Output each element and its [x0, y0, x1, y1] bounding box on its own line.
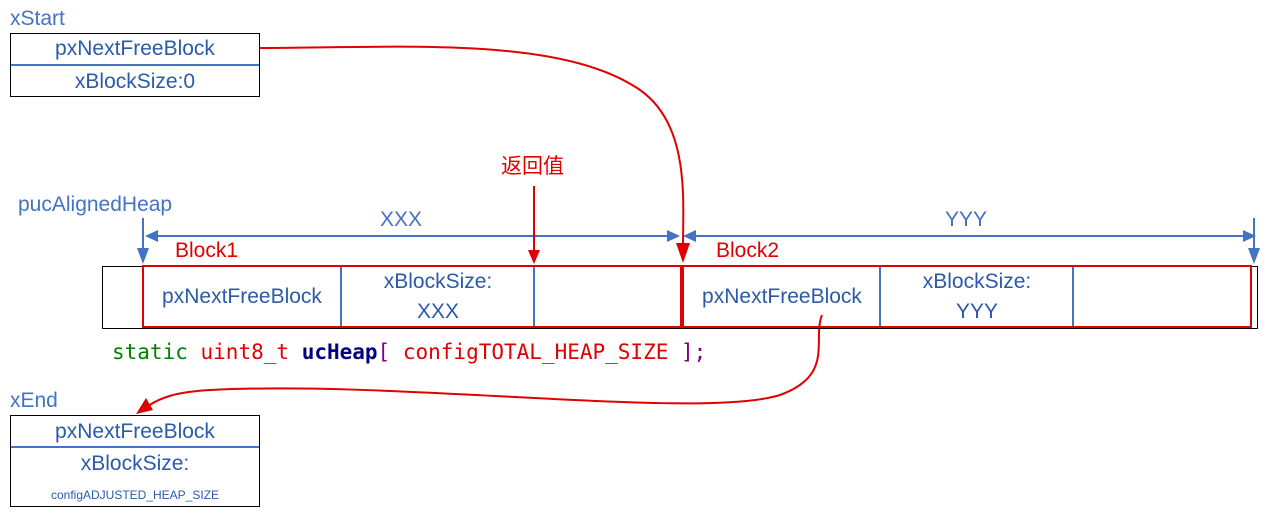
xend-divider — [11, 446, 259, 448]
return-value-label: 返回值 — [501, 155, 564, 178]
block1-box — [142, 265, 682, 328]
block1-size-value: XXX — [416, 300, 460, 323]
block2-next-field: pxNextFreeBlock — [702, 285, 862, 308]
span-yyy-label: YYY — [945, 208, 988, 231]
xend-title: xEnd — [10, 389, 58, 412]
code-size-expr: configTOTAL_HEAP_SIZE — [402, 340, 669, 364]
block2-title: Block2 — [716, 239, 780, 262]
heap-declaration-code: static uint8_t ucHeap[ configTOTAL_HEAP_… — [112, 340, 706, 364]
code-open-bracket: [ — [377, 340, 391, 364]
span-xxx-label: XXX — [380, 208, 423, 231]
code-close-bracket: ]; — [681, 340, 707, 364]
code-static-keyword: static — [112, 340, 188, 364]
block2-size-field: xBlockSize: YYY — [881, 268, 1073, 326]
xstart-divider — [11, 64, 259, 66]
span-xxx-arrow — [145, 230, 680, 242]
block1-next-field: pxNextFreeBlock — [162, 285, 322, 308]
block1-title: Block1 — [175, 239, 239, 262]
block2-size-label: xBlockSize: — [922, 270, 1032, 293]
xstart-size-field: xBlockSize:0 — [74, 70, 196, 93]
code-var-name: ucHeap — [301, 340, 378, 364]
return-value-arrow — [528, 186, 540, 264]
block1-size-field: xBlockSize: XXX — [342, 268, 534, 326]
block1-size-label: xBlockSize: — [383, 270, 493, 293]
xstart-struct: pxNextFreeBlock xBlockSize:0 — [10, 33, 260, 97]
xstart-next-field: pxNextFreeBlock — [55, 37, 215, 60]
code-type: uint8_t — [200, 340, 290, 364]
heap-start-arrow — [137, 218, 149, 264]
block2-size-value: YYY — [955, 300, 999, 323]
block1-divider-2 — [533, 267, 535, 326]
xend-size-field: xBlockSize: — [80, 452, 190, 475]
block2-divider-2 — [1072, 267, 1074, 326]
block2-to-xend-arrow — [136, 314, 823, 414]
heap-end-arrow — [1248, 218, 1260, 264]
block1-divider-1 — [340, 267, 342, 326]
xend-struct: pxNextFreeBlock xBlockSize: configADJUST… — [10, 415, 260, 507]
span-yyy-arrow — [683, 230, 1256, 242]
block2-box — [682, 265, 1252, 328]
xstart-to-block2-arrow — [246, 45, 690, 263]
xend-size-value: configADJUSTED_HEAP_SIZE — [50, 488, 220, 502]
heap-start-label: pucAlignedHeap — [18, 193, 173, 216]
xstart-title: xStart — [10, 7, 65, 30]
xend-next-field: pxNextFreeBlock — [55, 420, 215, 443]
block2-divider-1 — [879, 267, 881, 326]
